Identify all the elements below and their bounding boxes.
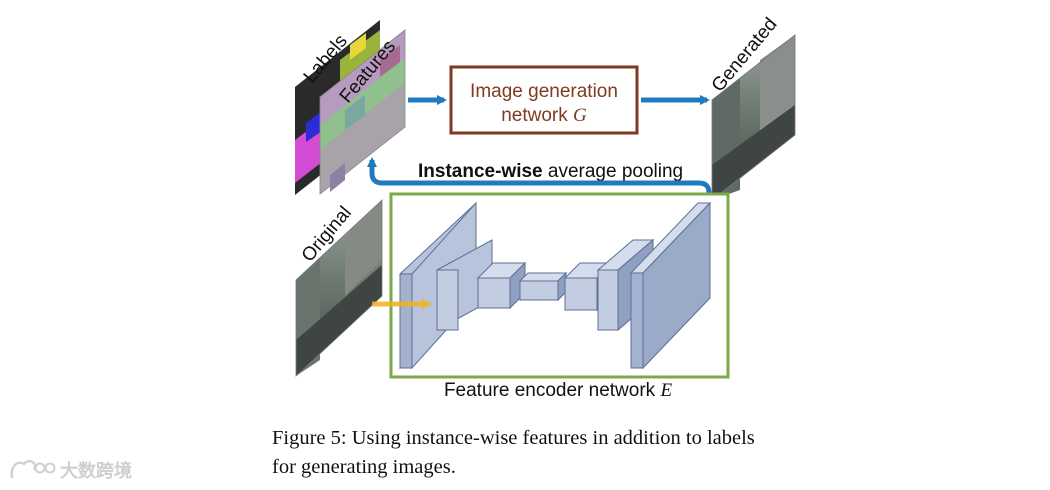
image-generation-network-box [449,65,639,135]
watermark-text: 大数跨境 [60,460,132,482]
encoder-block [629,201,712,370]
generator-subtitle: network G [501,105,587,126]
generated-image [711,34,796,201]
caption-line-2: for generating images. [272,456,456,478]
pooling-feedback-arrow [367,157,712,197]
generator-title: Image generation [470,81,618,102]
watermark-logo: 大数跨境 [10,460,132,482]
pooling-label: Instance-wise average pooling [418,161,683,182]
feature-map-image [319,29,406,195]
encoder-block [518,271,568,302]
encoder-label: Feature encoder network E [444,380,673,401]
figure-caption: Figure 5: Using instance-wise features i… [272,424,832,482]
caption-line-1: Figure 5: Using instance-wise features i… [272,427,755,449]
encoder-layers [399,201,712,370]
original-image [295,199,383,377]
